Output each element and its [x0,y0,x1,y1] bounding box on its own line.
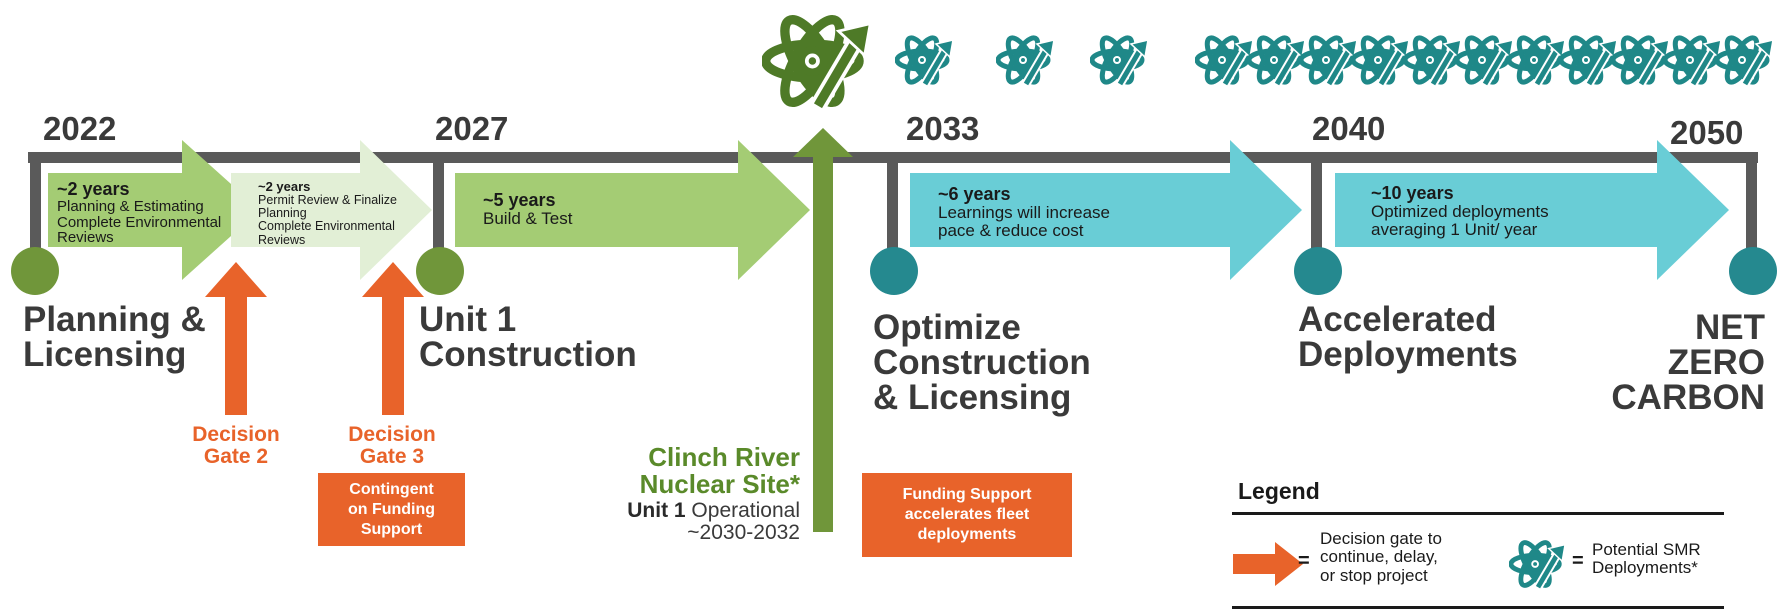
legend-smr-text: Potential SMR Deployments* [1592,540,1701,578]
year-2022: 2022 [43,110,117,147]
legend-equals-2: = [1572,550,1584,572]
phase-net-zero-carbon: NET ZERO CARBON [1611,308,1765,417]
legend-gate-arrow-icon [1233,542,1303,586]
phase-planning-licensing: Planning & Licensing [23,300,206,374]
atom-arrow-icon [1717,34,1773,86]
segment-label-1: ~2 years Planning & Estimating Complete … [57,179,222,247]
atom-arrow-icon [998,34,1054,86]
year-2050: 2050 [1670,114,1744,151]
clinch-river-arrow [793,128,853,532]
legend-gate-text: Decision gate to continue, delay, or sto… [1320,529,1442,585]
milestone-dot-2022 [11,247,59,295]
milestone-dot-2027 [416,247,464,295]
atom-arrow-icon [1457,34,1513,86]
clinch-river-unit-status: Unit 1 Operational ~2030-2032 [627,499,800,545]
segment-arrow-3 [455,140,810,280]
segment-arrow-2 [231,140,432,280]
legend-bottom-rule [1232,606,1724,609]
tick-2033 [887,152,898,252]
year-2027: 2027 [435,110,509,147]
atom-arrow-icon [1509,34,1565,86]
tick-2040 [1311,152,1322,252]
segment-label-3: ~5 years Build & Test [483,190,573,228]
atom-arrow-icon [1092,34,1148,86]
legend-top-rule [1232,512,1724,515]
atom-arrow-icon [1249,34,1305,86]
phase-optimize: Optimize Construction & Licensing [873,308,1091,417]
phase-unit1-construction: Unit 1 Construction [419,300,637,374]
segment-label-2: ~2 years Permit Review & Finalize Planni… [258,179,397,247]
atom-arrow-icon [1665,34,1721,86]
segment-label-5: ~10 years Optimized deployments averagin… [1371,183,1549,239]
atom-arrow-icon [1405,34,1461,86]
atom-arrow-icon [1561,34,1617,86]
decision-gate-2-arrow [205,262,267,415]
legend-title: Legend [1238,478,1320,504]
clinch-river-site-title: Clinch River Nuclear Site* [639,442,800,500]
decision-gate-3-arrow [362,262,424,415]
milestone-dot-2033 [870,247,918,295]
tick-2050 [1746,152,1757,252]
atom-arrow-icon [1197,34,1253,86]
segment-label-4: ~6 years Learnings will increase pace & … [938,184,1110,240]
tick-2022 [30,152,41,252]
segment-arrow-1 [48,140,260,280]
decision-gate-2-label: Decision Gate 2 [192,423,280,469]
atom-arrow-icon [1613,34,1669,86]
legend-atom-arrow-icon [1511,539,1565,590]
phase-accelerated-deployments: Accelerated Deployments [1298,300,1518,374]
year-2033: 2033 [906,110,980,147]
tick-2027 [433,152,444,252]
milestone-dot-2050 [1729,247,1777,295]
segment-arrow-5 [1335,140,1729,280]
contingent-funding-box: Contingent on Funding Support [318,473,465,546]
decision-gate-3-label: Decision Gate 3 [348,423,436,469]
segment-arrow-4 [910,140,1302,280]
atom-arrow-icon [1353,34,1409,86]
funding-support-box: Funding Support accelerates fleet deploy… [862,473,1072,557]
legend-equals-1: = [1298,550,1310,572]
atom-arrow-icon [1301,34,1357,86]
milestone-dot-2040 [1294,247,1342,295]
atom-arrow-icon [766,12,871,110]
atom-arrow-icon [897,34,953,86]
year-2040: 2040 [1312,110,1386,147]
